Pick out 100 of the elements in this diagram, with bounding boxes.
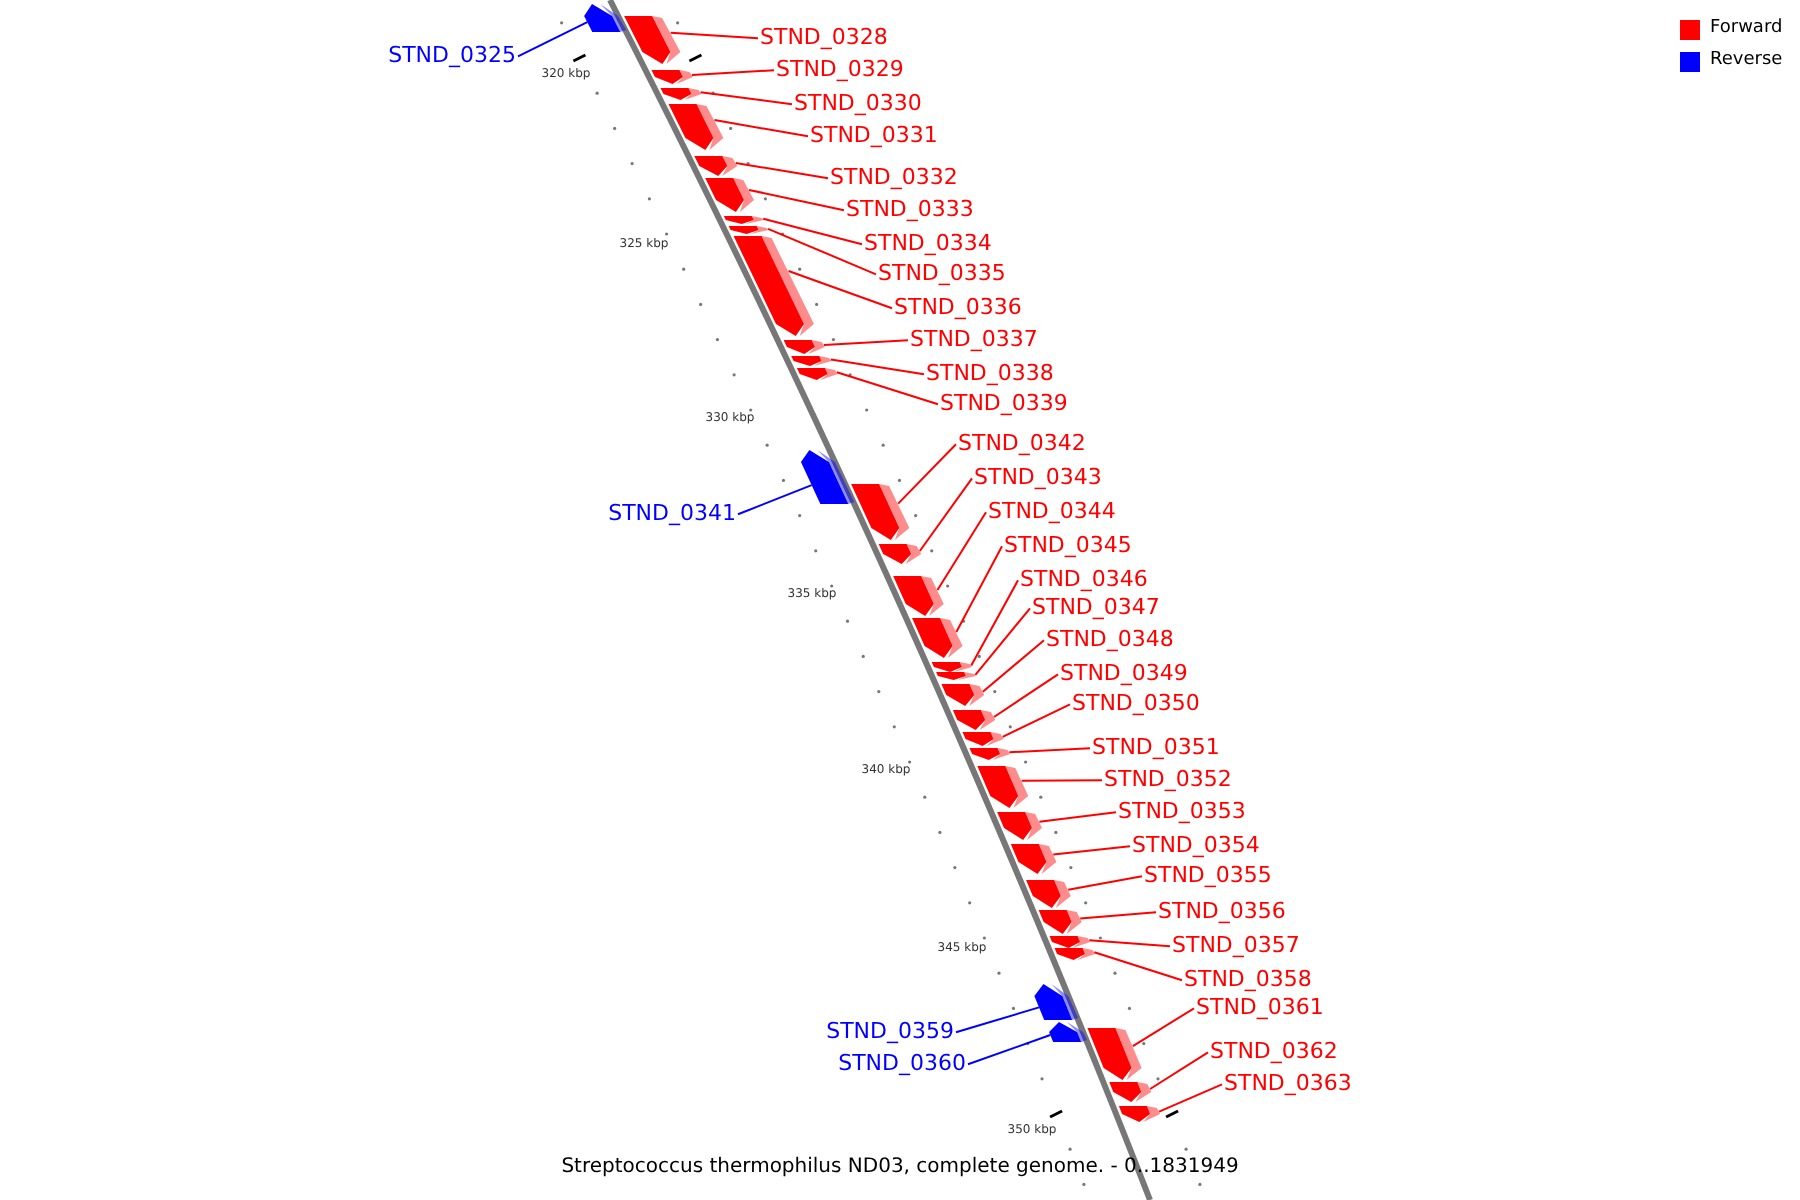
gene-label: STND_0355 bbox=[1144, 862, 1272, 888]
leader-line bbox=[1067, 875, 1143, 891]
gene-feature bbox=[912, 618, 963, 658]
leader-line bbox=[699, 91, 793, 106]
gene-feature bbox=[1087, 1028, 1142, 1080]
leader-line bbox=[517, 21, 589, 58]
gene-label: STND_0346 bbox=[1020, 566, 1148, 592]
leader-line bbox=[1038, 811, 1117, 823]
gene-label: STND_0359 bbox=[826, 1018, 954, 1044]
leader-line bbox=[1008, 747, 1091, 754]
legend-label: Reverse bbox=[1710, 50, 1783, 72]
gene-feature bbox=[624, 16, 681, 64]
gene-feature bbox=[1049, 1022, 1088, 1042]
gene-feature bbox=[952, 710, 996, 730]
gene-feature bbox=[893, 576, 944, 616]
gene-label: STND_0325 bbox=[388, 42, 516, 68]
gene-feature bbox=[962, 732, 1004, 746]
gene-feature bbox=[941, 684, 985, 706]
leader-line bbox=[767, 227, 877, 276]
leader-line bbox=[897, 443, 957, 505]
leader-line bbox=[918, 477, 973, 552]
gene-feature bbox=[728, 226, 769, 234]
gene-label: STND_0357 bbox=[1172, 932, 1300, 958]
leader-line bbox=[1020, 779, 1103, 782]
gene-feature bbox=[723, 216, 764, 224]
leader-line bbox=[690, 69, 775, 76]
gene-label: STND_0329 bbox=[776, 56, 904, 82]
leader-line bbox=[713, 119, 809, 138]
leader-line bbox=[1093, 951, 1183, 982]
gene-feature bbox=[878, 544, 922, 564]
gene-label: STND_0361 bbox=[1196, 994, 1324, 1020]
gene-label: STND_0362 bbox=[1210, 1038, 1338, 1064]
gene-feature bbox=[851, 484, 910, 540]
leader-line bbox=[974, 607, 1031, 676]
gene-feature bbox=[1109, 1082, 1152, 1102]
gene-label: STND_0333 bbox=[846, 196, 974, 222]
leader-line bbox=[1079, 911, 1157, 920]
gene-label: STND_0342 bbox=[958, 430, 1086, 456]
gene-feature bbox=[1010, 844, 1057, 874]
gene-feature bbox=[660, 88, 702, 100]
gene-feature bbox=[694, 156, 738, 176]
gene-feature bbox=[705, 178, 754, 212]
leader-line bbox=[787, 270, 893, 310]
gene-label: STND_0338 bbox=[926, 360, 1054, 386]
gene-label: STND_0352 bbox=[1104, 766, 1232, 792]
gene-label: STND_0349 bbox=[1060, 660, 1188, 686]
gene-feature bbox=[931, 662, 972, 672]
gene-label: STND_0328 bbox=[760, 24, 888, 50]
gene-label: STND_0347 bbox=[1032, 594, 1160, 620]
leader-line bbox=[1088, 939, 1171, 948]
gene-label: STND_0353 bbox=[1118, 798, 1246, 824]
gene-label: STND_0358 bbox=[1184, 966, 1312, 992]
gene-label: STND_0330 bbox=[794, 90, 922, 116]
leader-line bbox=[1158, 1083, 1223, 1113]
gene-feature bbox=[1038, 910, 1082, 934]
gene-label: STND_0336 bbox=[894, 294, 1022, 320]
gene-label: STND_0335 bbox=[878, 260, 1006, 286]
gene-feature bbox=[1026, 880, 1071, 908]
gene-feature bbox=[1054, 948, 1096, 960]
gene-feature bbox=[997, 812, 1042, 840]
gene-feature bbox=[1118, 1106, 1161, 1122]
leader-line bbox=[822, 339, 909, 346]
gene-label: STND_0341 bbox=[608, 500, 736, 526]
gene-feature bbox=[584, 4, 627, 32]
leader-line bbox=[748, 188, 845, 212]
gene-label: STND_0343 bbox=[974, 464, 1102, 490]
gene-feature bbox=[800, 450, 855, 504]
gene-feature bbox=[651, 70, 693, 84]
gene-label: STND_0339 bbox=[940, 390, 1068, 416]
legend-label: Forward bbox=[1710, 18, 1783, 40]
gene-feature bbox=[977, 766, 1029, 808]
gene-label: STND_0351 bbox=[1092, 734, 1220, 760]
gene-feature bbox=[791, 356, 832, 366]
leader-line bbox=[970, 579, 1019, 667]
gene-label: STND_0344 bbox=[988, 498, 1116, 524]
gene-label: STND_0354 bbox=[1132, 832, 1260, 858]
gene-feature bbox=[936, 672, 976, 680]
gene-feature bbox=[969, 748, 1011, 760]
gene-label: STND_0332 bbox=[830, 164, 958, 190]
gene-label: STND_0350 bbox=[1072, 690, 1200, 716]
gene-label: STND_0337 bbox=[910, 326, 1038, 352]
leader-line bbox=[1131, 1007, 1195, 1048]
gene-label: STND_0348 bbox=[1046, 626, 1174, 652]
leader-line bbox=[1052, 845, 1131, 856]
leader-line bbox=[762, 217, 863, 246]
gene-feature bbox=[796, 368, 838, 380]
leader-line bbox=[992, 673, 1059, 718]
gene-feature bbox=[668, 104, 724, 150]
gene-label: STND_0356 bbox=[1158, 898, 1286, 924]
leader-line bbox=[669, 31, 759, 40]
gene-label: STND_0363 bbox=[1224, 1070, 1352, 1096]
leader-line bbox=[967, 1034, 1052, 1066]
gene-label: STND_0334 bbox=[864, 230, 992, 256]
gene-label: STND_0331 bbox=[810, 122, 938, 148]
leader-line bbox=[734, 162, 829, 180]
leader-line bbox=[835, 371, 939, 406]
leader-line bbox=[936, 511, 987, 591]
leader-line bbox=[981, 639, 1045, 693]
leader-line bbox=[955, 545, 1003, 633]
gene-label: STND_0360 bbox=[838, 1050, 966, 1076]
